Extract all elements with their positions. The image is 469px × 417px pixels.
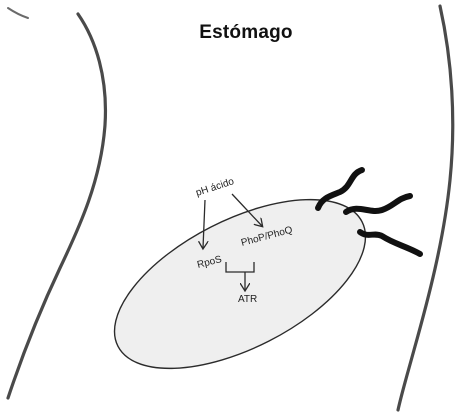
bacterium-body — [89, 165, 391, 403]
flagellum-middle — [346, 196, 410, 212]
label-ph-acido: pH ácido — [195, 176, 236, 199]
diagram-title: Estómago — [176, 22, 316, 44]
label-atr: ATR — [238, 294, 257, 305]
flagellum-bottom — [360, 232, 420, 254]
flagellum-top — [318, 170, 362, 208]
stomach-wall-right — [398, 6, 453, 410]
stomach-wall-left — [8, 14, 105, 398]
stomach-wall-corner — [8, 8, 28, 18]
